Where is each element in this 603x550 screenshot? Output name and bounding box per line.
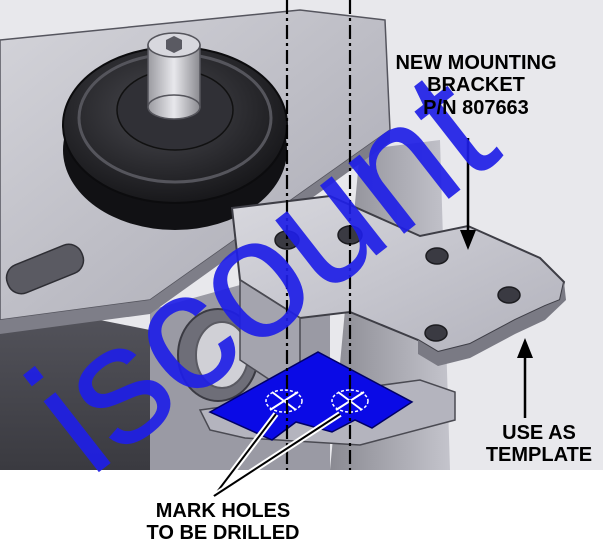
arrow-down-icon: [460, 230, 476, 250]
callout-line: P/N 807663: [423, 96, 529, 119]
callout-line: TO BE DRILLED: [146, 522, 300, 545]
callout-line: TEMPLATE: [485, 444, 593, 467]
bracket-edge: [418, 282, 566, 366]
callout-line: USE AS: [502, 422, 576, 444]
callout-line: BRACKET: [427, 74, 525, 97]
bracket-hole: [424, 324, 448, 342]
use-as-template-callout: USE AS TEMPLATE: [476, 422, 602, 467]
arrow-up-icon: [517, 338, 533, 358]
callout-line: NEW MOUNTING: [395, 52, 557, 74]
plate-slot: [5, 243, 85, 295]
hex-socket-icon: [166, 36, 182, 53]
bracket-hole: [425, 247, 449, 265]
new-bracket-callout: NEW MOUNTING BRACKET P/N 807663: [368, 52, 584, 119]
lower-margin: [0, 470, 603, 550]
callout-line: MARK HOLES: [155, 500, 291, 522]
hex-bolt-base: [147, 94, 201, 120]
frame-left-wall: [0, 300, 150, 470]
mark-leader-line-right: [213, 413, 341, 497]
mark-holes-callout: MARK HOLES TO BE DRILLED: [108, 500, 338, 545]
bracket-hole: [497, 286, 521, 304]
drill-mark-cross: [271, 391, 297, 411]
drill-mark-circle: [265, 389, 303, 413]
mark-leader-line-left: [213, 413, 277, 497]
